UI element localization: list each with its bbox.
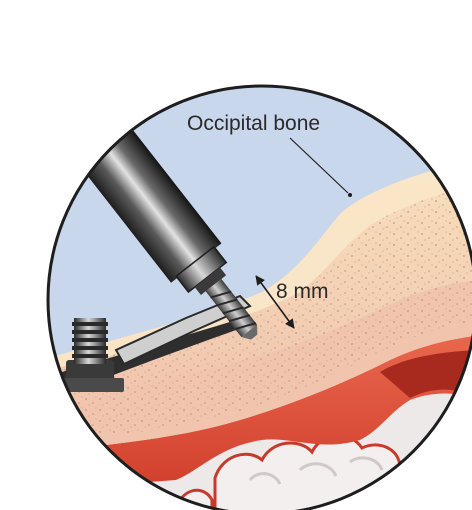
occipital-bone-label: Occipital bone [187,112,320,135]
depth-label: 8 mm [276,280,329,303]
leader-dot [348,193,352,197]
